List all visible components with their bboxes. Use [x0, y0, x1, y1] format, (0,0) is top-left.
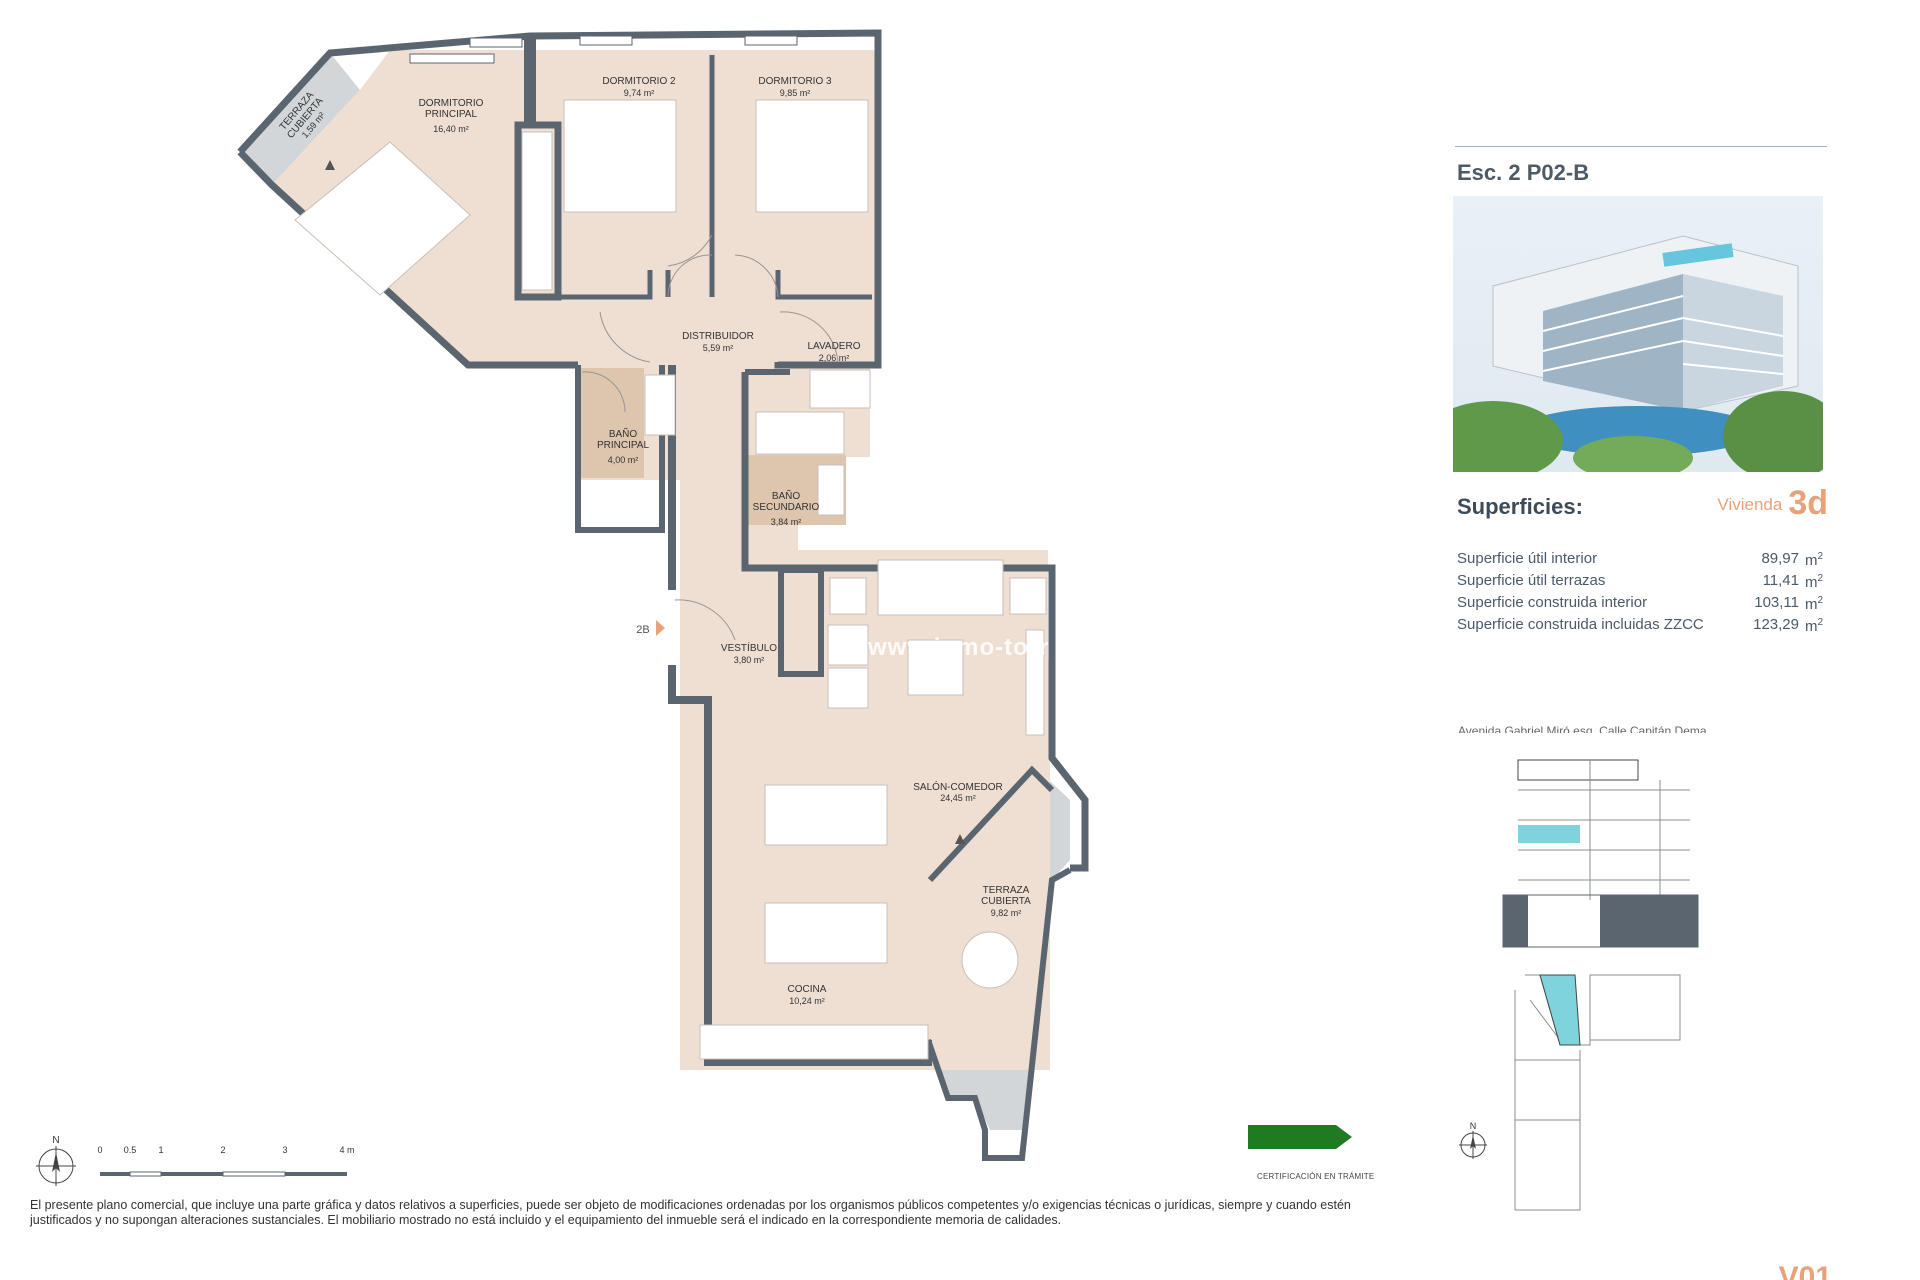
surface-table: Superficie útil interior 89,97 m2 Superf… — [1457, 548, 1827, 636]
scale-label-4: 3 — [282, 1145, 287, 1155]
bath-principal-floor — [580, 368, 644, 478]
room-area-dormitorio-principal: 16,40 m² — [433, 124, 469, 134]
room-name-bano-secundario-2: SECUNDARIO — [753, 502, 820, 513]
room-name-bano-principal-2: PRINCIPAL — [597, 440, 649, 451]
street-label: Avenida Gabriel Miró esq. Calle Capitán … — [1458, 724, 1707, 733]
entrance-arrow-icon — [656, 620, 665, 636]
scale-label-5: 4 m — [339, 1145, 354, 1155]
certification-text: CERTIFICACIÓN EN TRÁMITE — [1257, 1172, 1375, 1181]
room-area-cocina: 10,24 m² — [789, 996, 825, 1006]
surface-label: Superficie útil terrazas — [1457, 572, 1606, 589]
unit-code: Esc. 2 P02-B — [1457, 160, 1590, 185]
room-name-salon-comedor: SALÓN-COMEDOR — [913, 780, 1002, 793]
scale-label-3: 2 — [220, 1145, 225, 1155]
room-name-bano-principal-1: BAÑO — [609, 427, 638, 440]
room-name-terraza-sur-2: CUBIERTA — [981, 896, 1031, 907]
furniture — [294, 99, 1047, 1060]
superficies-title: Superficies: — [1457, 494, 1583, 519]
room-area-terraza-sur: 9,82 m² — [991, 908, 1022, 918]
vivienda-code: 3d — [1788, 484, 1828, 522]
table-row: Superficie útil terrazas 11,41 m2 — [1457, 570, 1827, 592]
building-render-image — [1453, 196, 1823, 472]
room-area-salon-comedor: 24,45 m² — [940, 793, 976, 803]
surface-unit: m2 — [1805, 573, 1824, 591]
surface-value: 11,41 — [1762, 572, 1799, 589]
surface-label: Superficie construida incluidas ZZCC — [1457, 616, 1704, 633]
north-compass-icon — [36, 1146, 76, 1186]
room-name-vestibulo: VESTÍBULO — [721, 641, 777, 654]
surface-value: 89,97 — [1761, 550, 1799, 567]
scale-bar: 0 0.5 1 2 3 4 m — [97, 1145, 355, 1177]
table-row: Superficie útil interior 89,97 m2 — [1457, 548, 1827, 570]
table-row: Superficie construida incluidas ZZCC 123… — [1457, 614, 1827, 636]
vivienda-type: Vivienda 3d — [1717, 484, 1828, 523]
watermark: www.inmo-torr — [868, 634, 1050, 661]
room-labels: DORMITORIO PRINCIPAL 16,40 m² DORMITORIO… — [278, 76, 1031, 1006]
surface-label: Superficie construida interior — [1457, 594, 1648, 611]
surface-label: Superficie útil interior — [1457, 550, 1598, 567]
walls — [237, 29, 1089, 1161]
room-name-cocina: COCINA — [788, 984, 827, 995]
view-arrow-icon-2 — [955, 834, 965, 844]
scale-label-1: 0.5 — [124, 1145, 137, 1155]
room-area-dormitorio-2: 9,74 m² — [624, 88, 655, 98]
north-compass-small-icon — [1459, 1131, 1487, 1159]
room-name-lavadero: LAVADERO — [808, 341, 861, 352]
room-area-lavadero: 2,06 m² — [819, 353, 850, 363]
doors — [581, 234, 839, 641]
disclaimer-text: El presente plano comercial, que incluye… — [30, 1198, 1351, 1227]
north-label-small: N — [1470, 1121, 1477, 1131]
surface-value: 123,29 — [1753, 616, 1799, 633]
room-name-dormitorio-principal-2: PRINCIPAL — [425, 109, 477, 120]
room-area-dormitorio-3: 9,85 m² — [780, 88, 811, 98]
room-area-vestibulo: 3,80 m² — [734, 655, 765, 665]
view-arrow-icon — [325, 160, 335, 170]
room-name-distribuidor: DISTRIBUIDOR — [682, 331, 754, 342]
header-rule — [1455, 146, 1827, 147]
room-name-bano-secundario-1: BAÑO — [772, 489, 801, 502]
room-area-bano-secundario: 3,84 m² — [771, 517, 802, 527]
room-name-dormitorio-3: DORMITORIO 3 — [758, 76, 832, 87]
north-label: N — [52, 1135, 59, 1146]
room-area-bano-principal: 4,00 m² — [608, 455, 639, 465]
surface-unit: m2 — [1805, 617, 1824, 635]
room-area-distribuidor: 5,59 m² — [703, 343, 734, 353]
entrance-label: 2B — [636, 624, 649, 636]
terrace-small — [240, 53, 360, 185]
key-plan-lower — [1514, 974, 1681, 1211]
surface-value: 103,11 — [1754, 594, 1799, 611]
table-row: Superficie construida interior 103,11 m2 — [1457, 592, 1827, 614]
room-name-dormitorio-2: DORMITORIO 2 — [602, 76, 676, 87]
scale-label-0: 0 — [97, 1145, 102, 1155]
vivienda-label: Vivienda — [1717, 495, 1783, 514]
windows — [409, 35, 798, 64]
key-plan-upper — [1502, 759, 1699, 948]
surface-unit: m2 — [1805, 551, 1824, 569]
room-name-dormitorio-principal-1: DORMITORIO — [419, 98, 484, 109]
version-label: V01 — [1778, 1261, 1832, 1280]
scale-label-2: 1 — [158, 1145, 163, 1155]
surface-unit: m2 — [1805, 595, 1824, 613]
room-name-terraza-sur-1: TERRAZA — [983, 885, 1030, 896]
certification-badge — [1248, 1125, 1352, 1149]
